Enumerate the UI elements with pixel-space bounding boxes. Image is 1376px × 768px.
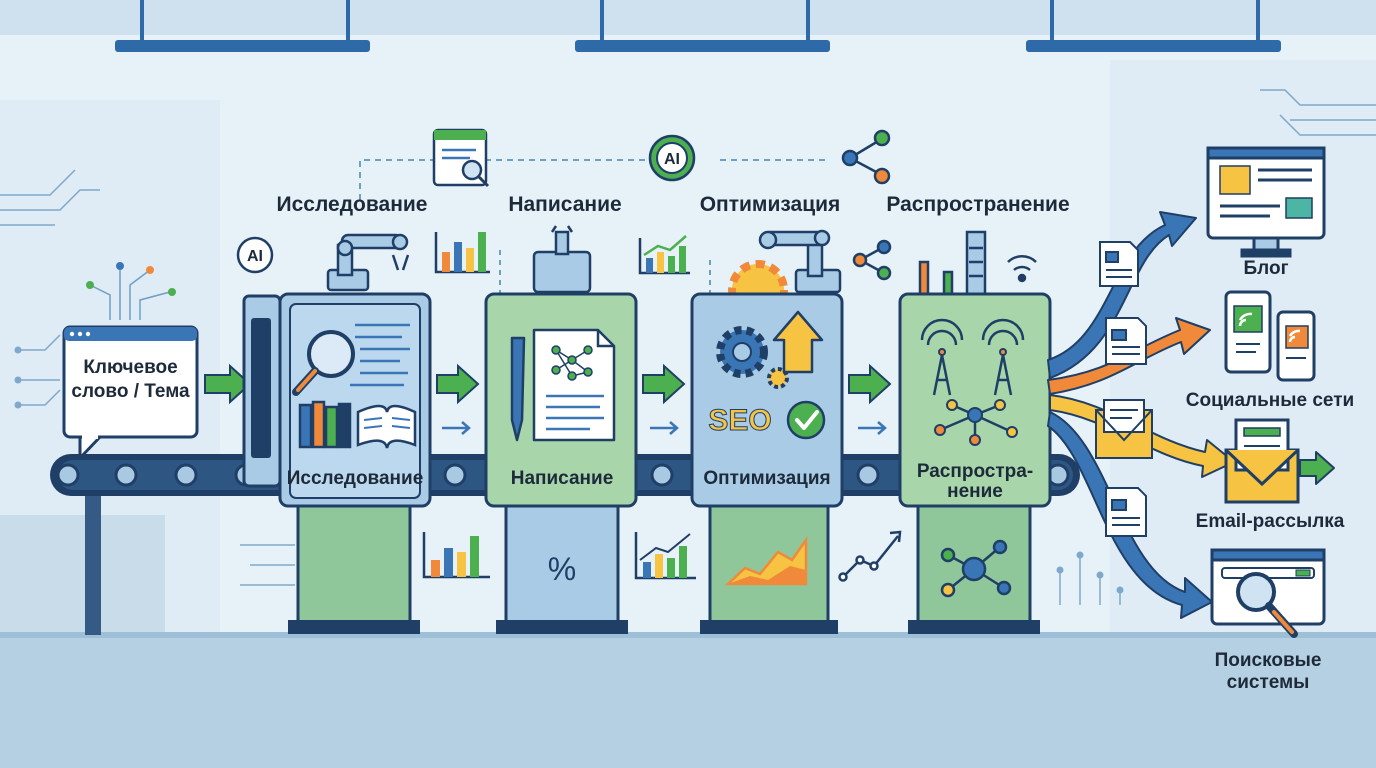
monitor-icon <box>1206 146 1326 258</box>
machine-label-research: Исследование <box>286 468 424 489</box>
bottom-area-chart <box>724 536 808 586</box>
report-search-icon <box>432 128 490 188</box>
doc-icons <box>1095 241 1153 537</box>
trend-chart-icon <box>638 235 690 275</box>
machine-label-distribution-line2: нение <box>947 481 1003 502</box>
keyword-input-bubble <box>62 325 199 460</box>
stage-title-research: Исследование <box>276 193 428 216</box>
conveyor-roller <box>56 463 80 487</box>
ai-badge-icon: AI <box>236 236 274 274</box>
conveyor-roller <box>114 463 138 487</box>
search-browser-icon <box>1210 548 1326 638</box>
machine-label-optimization: Оптимизация <box>703 468 831 489</box>
stage-title-writing: Написание <box>508 193 622 216</box>
conveyor-roller <box>856 463 880 487</box>
output-label-blog: Блог <box>1243 258 1289 279</box>
robot-arm-1 <box>326 233 410 292</box>
stage-arrows <box>436 363 892 405</box>
machine-optimization: SEO <box>690 292 844 634</box>
machine-label-writing: Написание <box>510 468 614 489</box>
machine-research <box>278 292 432 634</box>
percent-icon: % <box>548 551 576 587</box>
bottom-trend-chart <box>634 532 696 580</box>
ai-gear-icon: AI <box>648 134 696 182</box>
robot-arm-3 <box>758 229 842 294</box>
bar-chart-icon <box>434 232 490 274</box>
share-icon <box>841 129 891 185</box>
svg-text:AI: AI <box>664 151 680 168</box>
machine-writing <box>484 292 638 634</box>
machine-label-distribution-line1: Распростра- <box>916 461 1034 482</box>
bottom-bar-chart <box>422 532 490 579</box>
share-icon-small <box>852 239 892 281</box>
output-label-search-line1: Поисковые <box>1214 650 1322 671</box>
output-label-email: Email-рассылка <box>1195 511 1345 532</box>
bottom-line-chart <box>838 530 902 582</box>
robot-clamp-2 <box>532 225 592 294</box>
stage-title-distribution: Распространение <box>886 193 1070 216</box>
phones-rss-icon <box>1224 290 1316 382</box>
output-label-social: Социальные сети <box>1185 390 1355 411</box>
machine-label-distribution: Распростра- нение <box>917 462 1033 502</box>
keyword-label-line2: слово / Тема <box>71 381 190 402</box>
output-label-search-line2: системы <box>1226 672 1310 693</box>
keyword-label-line1: Ключевое <box>83 357 178 378</box>
input-arrow <box>204 363 252 405</box>
seo-text: SEO <box>708 404 771 437</box>
bottom-network-icon <box>940 539 1012 598</box>
entry-housing <box>242 294 282 488</box>
conveyor-roller <box>443 463 467 487</box>
ceiling-lights <box>115 0 1281 52</box>
conveyor-roller <box>650 463 674 487</box>
output-label-search: Поисковые системы <box>1215 650 1322 694</box>
stage-title-optimization: Оптимизация <box>699 193 841 216</box>
envelope-icon <box>1224 418 1300 504</box>
keyword-input-label: Ключевое слово / Тема <box>64 356 197 404</box>
conveyor-roller <box>174 463 198 487</box>
svg-text:AI: AI <box>247 248 263 265</box>
